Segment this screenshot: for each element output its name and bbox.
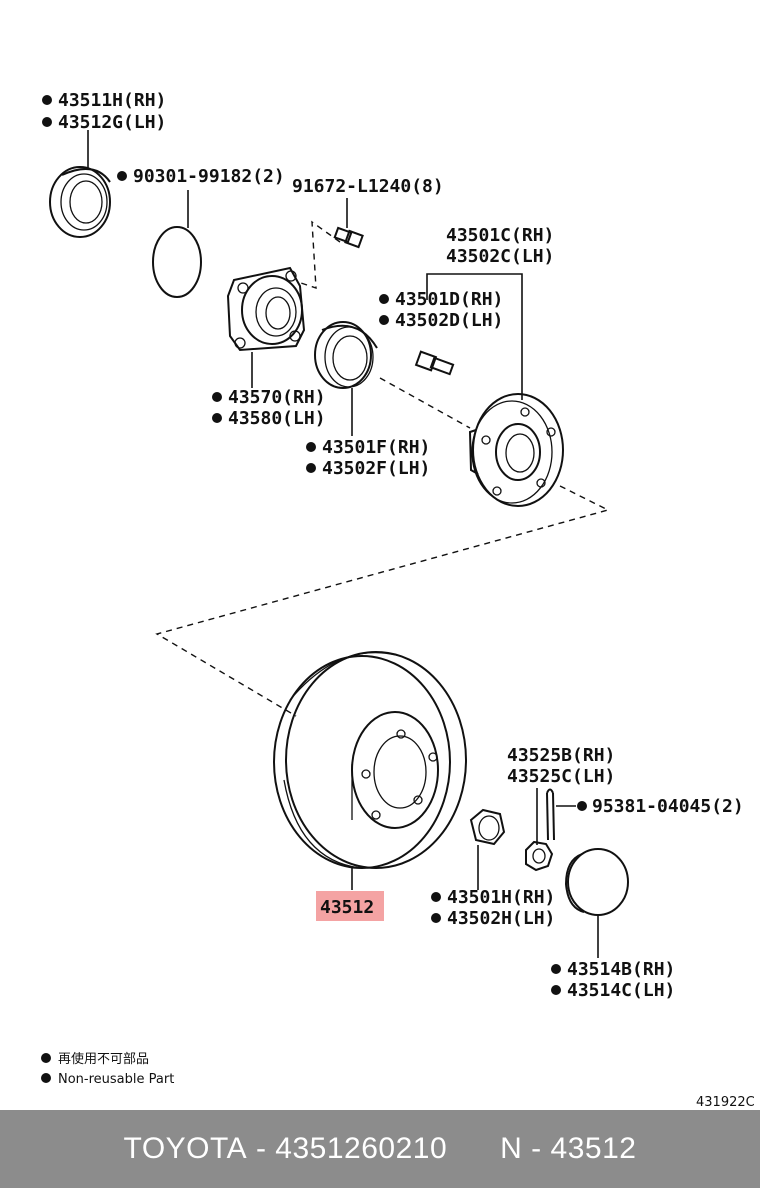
nut-rh-label[interactable]: 43501H(RH) bbox=[447, 887, 555, 908]
footer-brand: TOYOTA bbox=[123, 1132, 248, 1165]
bearing-rh-label[interactable]: 43501F(RH) bbox=[322, 437, 430, 458]
non-reusable-dot bbox=[212, 413, 222, 423]
hubbolt-lh-label[interactable]: 43502D(LH) bbox=[395, 310, 503, 331]
non-reusable-dot bbox=[42, 95, 52, 105]
hub-lh-label[interactable]: 43502C(LH) bbox=[446, 246, 554, 267]
non-reusable-dot bbox=[379, 315, 389, 325]
hubbolt-rh-label[interactable]: 43501D(RH) bbox=[395, 289, 503, 310]
non-reusable-dot bbox=[212, 392, 222, 402]
housing-lh-label[interactable]: 43580(LH) bbox=[228, 408, 326, 429]
non-reusable-dot bbox=[117, 171, 127, 181]
seal-rh-label[interactable]: 43511H(RH) bbox=[58, 90, 166, 111]
parts-diagram: 43511H(RH) 43512G(LH) 90301-99182(2) 916… bbox=[41, 90, 755, 1110]
non-reusable-dot bbox=[379, 294, 389, 304]
footer-part-number[interactable]: 4351260210 bbox=[275, 1132, 448, 1165]
disc-label[interactable]: 43512 bbox=[320, 897, 374, 918]
footer-ref-prefix: N bbox=[500, 1132, 523, 1165]
highlight-box bbox=[316, 891, 384, 921]
assembly-dashed-line bbox=[379, 377, 471, 429]
legend-dot bbox=[41, 1073, 51, 1083]
lock-lh-label[interactable]: 43525C(LH) bbox=[507, 766, 615, 787]
bearing-lh-label[interactable]: 43502F(LH) bbox=[322, 458, 430, 479]
hub-part[interactable] bbox=[468, 393, 564, 507]
lock-nut-part[interactable] bbox=[469, 808, 506, 846]
oring-label[interactable]: 90301-99182(2) bbox=[133, 166, 285, 187]
legend-dot bbox=[41, 1053, 51, 1063]
non-reusable-dot bbox=[431, 892, 441, 902]
housing-rh-label[interactable]: 43570(RH) bbox=[228, 387, 326, 408]
non-reusable-dot bbox=[42, 117, 52, 127]
non-reusable-dot bbox=[577, 801, 587, 811]
non-reusable-dot bbox=[306, 463, 316, 473]
grease-cap-part[interactable] bbox=[564, 848, 629, 916]
cap-rh-label[interactable]: 43514B(RH) bbox=[567, 959, 675, 980]
diagram-code: 431922C bbox=[696, 1095, 755, 1110]
lock-rh-label[interactable]: 43525B(RH) bbox=[507, 745, 615, 766]
footer-sep: - bbox=[247, 1132, 276, 1165]
brake-disc-part[interactable] bbox=[273, 651, 467, 869]
bolt-label[interactable]: 91672-L1240(8) bbox=[292, 176, 444, 197]
seal-lh-label[interactable]: 43512G(LH) bbox=[58, 112, 166, 133]
non-reusable-dot bbox=[551, 964, 561, 974]
non-reusable-dot bbox=[306, 442, 316, 452]
footer-gap bbox=[447, 1132, 500, 1166]
non-reusable-dot bbox=[551, 985, 561, 995]
o-ring-part[interactable] bbox=[152, 226, 202, 298]
hub-rh-label[interactable]: 43501C(RH) bbox=[446, 225, 554, 246]
nut-lh-label[interactable]: 43502H(LH) bbox=[447, 908, 555, 929]
oil-seal-part[interactable] bbox=[49, 166, 111, 238]
assembly-dashed-line bbox=[155, 485, 610, 717]
non-reusable-dot bbox=[431, 913, 441, 923]
bearing-part[interactable] bbox=[314, 321, 378, 389]
cap-lh-label[interactable]: 43514C(LH) bbox=[567, 980, 675, 1001]
hub-leader bbox=[426, 273, 523, 400]
bolt-part[interactable] bbox=[333, 226, 364, 249]
cotter-pin-part[interactable] bbox=[546, 788, 555, 841]
lock-cap-part[interactable] bbox=[525, 840, 554, 872]
hub-bolt-part[interactable] bbox=[414, 350, 455, 376]
footer-bar: TOYOTA - 4351260210 N - 43512 bbox=[0, 1110, 760, 1188]
legend-line-jp: 再使用不可部品 bbox=[58, 1051, 149, 1067]
legend: 再使用不可部品 Non-reusable Part bbox=[41, 1051, 174, 1087]
pin-label[interactable]: 95381-04045(2) bbox=[592, 796, 744, 817]
legend-line-en: Non-reusable Part bbox=[58, 1072, 174, 1087]
bearing-housing-part[interactable] bbox=[226, 266, 306, 352]
footer-sep: - bbox=[522, 1132, 551, 1165]
footer-ref[interactable]: 43512 bbox=[550, 1132, 637, 1165]
bolt-dashed-line bbox=[297, 220, 341, 289]
